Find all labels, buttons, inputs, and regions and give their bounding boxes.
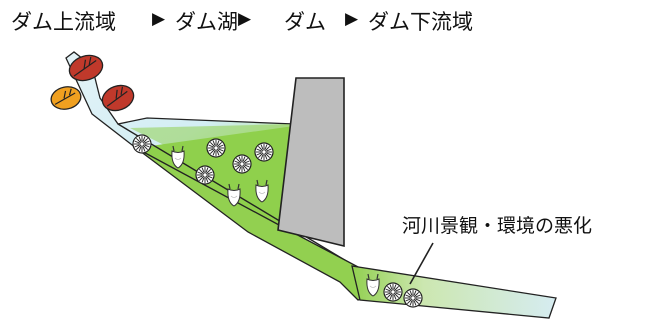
arrow-2: ▶	[238, 9, 252, 29]
plankton-icon	[195, 165, 215, 185]
plankton-icon	[254, 142, 274, 162]
label-upstream: ダム上流域	[11, 10, 116, 34]
leaf-icon	[50, 86, 82, 110]
leaf-icon	[68, 54, 104, 82]
label-downstream: ダム下流域	[368, 10, 473, 34]
plankton-icon	[403, 288, 423, 308]
plankton-icon	[132, 134, 152, 154]
dam-structure	[277, 77, 345, 248]
arrow-3: ▶	[345, 9, 359, 29]
arrow-1: ▶	[152, 9, 166, 29]
callout-label: 河川景観・環境の悪化	[402, 215, 593, 237]
downstream-channel	[351, 265, 557, 319]
leaf-icon	[101, 84, 135, 112]
plankton-icon	[206, 138, 226, 158]
callout-leader	[409, 242, 434, 285]
plankton-icon	[232, 154, 252, 174]
plankton-icon	[383, 282, 403, 302]
label-lake: ダム湖	[175, 10, 238, 34]
label-dam: ダム	[284, 10, 326, 34]
